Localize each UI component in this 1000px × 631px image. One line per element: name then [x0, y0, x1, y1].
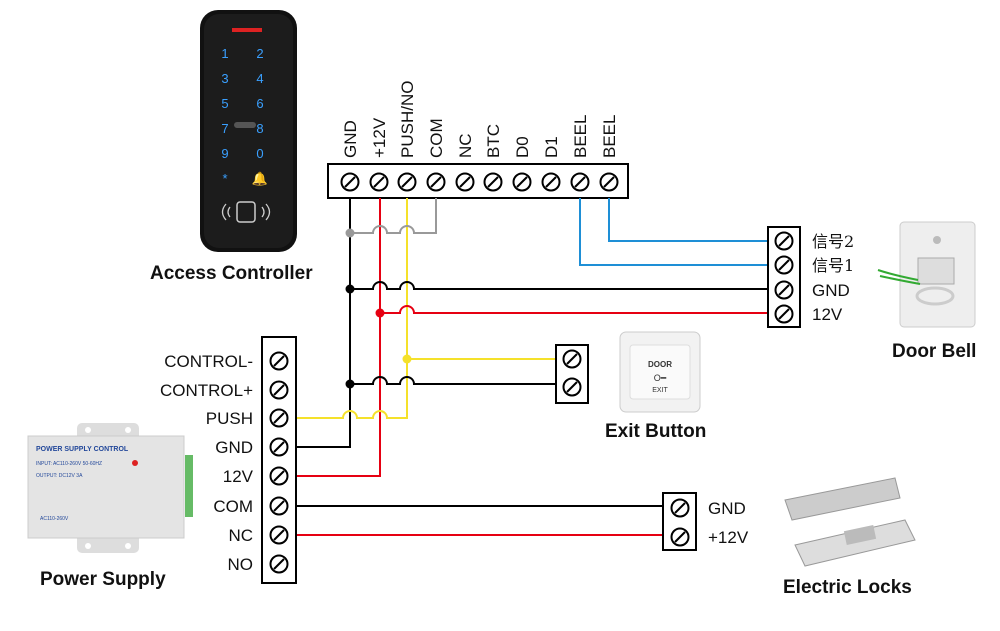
lock-label-gnd: GND [708, 499, 746, 518]
terminal-screw [570, 172, 590, 192]
wire-com-gray [350, 198, 437, 234]
keypad-key: 1 [221, 46, 228, 61]
terminal-screw [269, 466, 289, 486]
terminal-screw [269, 408, 289, 428]
controller-terminal-label: D0 [513, 136, 532, 158]
terminal-screw [483, 172, 503, 192]
keypad-key: 🔔 [252, 171, 268, 186]
access-controller-caption: Access Controller [150, 263, 313, 284]
controller-terminal-label: BTC [484, 124, 503, 158]
terminal-screw [426, 172, 446, 192]
controller-terminal-label: BEEL [571, 115, 590, 158]
power-supply-terminal-label: PUSH [206, 409, 253, 428]
terminal-screw [774, 231, 794, 251]
power-supply-terminal-label: COM [213, 497, 253, 516]
keypad-key: 8 [256, 121, 263, 136]
terminal-screw [397, 172, 417, 192]
wire-gnd [295, 198, 351, 448]
terminal-screw [774, 255, 794, 275]
terminal-screw [369, 172, 389, 192]
wire-exit-gnd [350, 376, 556, 385]
wire-bell-gnd [350, 281, 770, 290]
power-supply-terminal-label: NO [228, 555, 254, 574]
controller-terminal-label: PUSH/NO [398, 81, 417, 158]
terminal-screw [541, 172, 561, 192]
wire-12v [295, 198, 381, 477]
keypad-key: 4 [256, 71, 263, 86]
access-controller-keypad: 1 2 3 4 5 6 7 8 9 0 * 🔔 [200, 10, 297, 252]
keypad-key: 6 [256, 96, 263, 111]
controller-terminal-label: BEEL [600, 115, 619, 158]
power-supply-caption: Power Supply [40, 569, 166, 590]
controller-terminal-label: +12V [370, 117, 389, 158]
terminal-screw [269, 525, 289, 545]
svg-text:O━: O━ [654, 373, 667, 383]
power-supply-terminal-label: NC [228, 526, 253, 545]
keypad-key: 3 [221, 71, 228, 86]
door-bell-terminal-label: 12V [812, 305, 843, 324]
lock-label-12v: +12V [708, 528, 749, 547]
wire-push [295, 198, 408, 419]
keypad-key: 5 [221, 96, 228, 111]
wire-beel-2 [608, 198, 770, 242]
power-supply-terminal-label: 12V [223, 467, 254, 486]
keypad-key: * [222, 171, 227, 186]
controller-terminal-label: COM [427, 118, 446, 158]
power-supply-terminal-label: CONTROL+ [160, 381, 253, 400]
keypad-key: 7 [221, 121, 228, 136]
keypad-key: 9 [221, 146, 228, 161]
door-bell-terminal-label: GND [812, 281, 850, 300]
electric-locks-image [784, 477, 916, 567]
terminal-screw [269, 554, 289, 574]
terminal-screw [562, 349, 582, 369]
terminal-screw [340, 172, 360, 192]
electric-locks-caption: Electric Locks [783, 577, 912, 598]
wire-bell-12v [380, 305, 770, 314]
wires [295, 198, 770, 536]
door-bell-terminal-label: 信号2 [812, 232, 854, 251]
power-supply-terminal-block [261, 336, 297, 584]
terminal-screw [774, 304, 794, 324]
terminal-screw [774, 280, 794, 300]
terminal-screw [599, 172, 619, 192]
terminal-screw [269, 351, 289, 371]
exit-button-image: DOOR O━ EXIT [619, 331, 701, 413]
door-bell-image [877, 221, 976, 328]
svg-text:EXIT: EXIT [652, 387, 668, 394]
wire-beel-1 [579, 198, 770, 266]
svg-text:INPUT: AC110-260V 50-60HZ: INPUT: AC110-260V 50-60HZ [36, 461, 102, 467]
keypad-key: 0 [256, 146, 263, 161]
terminal-screw [269, 496, 289, 516]
terminal-screw [512, 172, 532, 192]
terminal-screw [455, 172, 475, 192]
keypad-key: 2 [256, 46, 263, 61]
svg-text:OUTPUT: DC12V 3A: OUTPUT: DC12V 3A [36, 473, 83, 479]
svg-text:AC110-260V: AC110-260V [40, 516, 69, 522]
controller-terminal-label: GND [341, 120, 360, 158]
terminal-screw [269, 437, 289, 457]
power-supply-terminal-label: GND [215, 438, 253, 457]
power-supply-image: POWER SUPPLY CONTROL INPUT: AC110-260V 5… [27, 423, 193, 553]
terminal-screw [269, 380, 289, 400]
door-bell-terminal-label: 信号1 [812, 256, 854, 275]
door-bell-caption: Door Bell [892, 341, 976, 362]
terminal-screw [562, 377, 582, 397]
power-supply-terminal-label: CONTROL- [164, 352, 253, 371]
terminal-screw [670, 498, 690, 518]
terminal-screw [670, 527, 690, 547]
svg-text:POWER SUPPLY CONTROL: POWER SUPPLY CONTROL [36, 446, 129, 453]
junction-dots [345, 228, 412, 389]
svg-text:DOOR: DOOR [648, 360, 672, 369]
controller-terminal-label: D1 [542, 136, 561, 158]
exit-button-caption: Exit Button [605, 421, 706, 442]
controller-terminal-label: NC [456, 133, 475, 158]
